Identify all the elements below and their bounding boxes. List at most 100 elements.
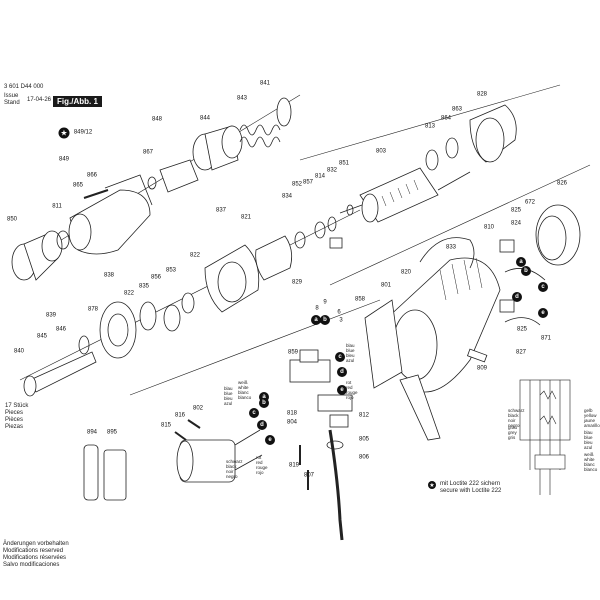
callout-866: 866 xyxy=(86,172,98,179)
part-895-grease xyxy=(103,449,127,501)
pieces-note: 17 Stück Pieces Pièces Piezas xyxy=(5,403,29,430)
part-851-ring xyxy=(346,204,354,216)
callout-807: 807 xyxy=(303,472,315,479)
callout-822-lower: 822 xyxy=(123,290,135,297)
connector-e-brush: e xyxy=(538,308,548,318)
connector-d-switch: d xyxy=(337,367,347,377)
connector-b-left: b xyxy=(259,398,269,408)
connector-b-brush: b xyxy=(521,266,531,276)
callout-820: 820 xyxy=(400,269,412,276)
modifications-note: Änderungen vorbehalten Modifications res… xyxy=(3,541,69,568)
part-894-grease xyxy=(83,444,99,501)
callout-9: 9 xyxy=(323,299,327,306)
callout-838: 838 xyxy=(103,272,115,279)
part-852-washer xyxy=(314,221,326,239)
callout-864: 864 xyxy=(440,115,452,122)
part-878-carrier xyxy=(99,301,137,359)
callout-844: 844 xyxy=(199,115,211,122)
wire-label-blue-3: blau blue bleu azul xyxy=(584,430,593,450)
connector-d-left: d xyxy=(257,420,267,430)
part-826-ring xyxy=(535,204,581,266)
connector-a-brush: a xyxy=(516,257,526,267)
star-icon: ★ xyxy=(58,127,70,139)
callout-834: 834 xyxy=(281,193,293,200)
wire-label-black-1: schwarz black noir negro xyxy=(226,459,243,479)
part-813-bearing xyxy=(425,149,439,171)
part-849-housing xyxy=(68,174,153,255)
wire-label-blue-1: blau blue bleu azul xyxy=(224,386,233,406)
connector-a-left: a xyxy=(259,392,269,402)
connector-c-brush: c xyxy=(538,282,548,292)
connector-c-left: c xyxy=(249,408,259,418)
callout-819: 819 xyxy=(288,462,300,469)
callout-825-upper: 825 xyxy=(510,207,522,214)
part-843-spring xyxy=(239,124,281,136)
callout-851: 851 xyxy=(338,160,350,167)
axis-line-right xyxy=(299,84,561,161)
part-840-spindle xyxy=(29,351,97,393)
callout-865: 865 xyxy=(72,182,84,189)
part-864-bearing xyxy=(445,137,459,159)
part-848-anvil xyxy=(159,159,199,193)
callout-894: 894 xyxy=(86,429,98,436)
part-850-sleeve xyxy=(11,230,63,281)
callout-811: 811 xyxy=(52,203,62,210)
part-858-cap xyxy=(364,299,403,389)
issue-label: Issue Stand xyxy=(4,93,20,106)
part-806-cable xyxy=(328,429,344,541)
callout-8: 8 xyxy=(315,305,319,312)
part-805-sleeve xyxy=(326,440,344,450)
part-804-module xyxy=(317,394,353,412)
part-815-screw xyxy=(174,431,187,441)
part-809-label xyxy=(467,348,488,363)
callout-812: 812 xyxy=(358,412,370,419)
part-834-gasket xyxy=(255,235,293,281)
connector-e-left: e xyxy=(265,435,275,445)
callout-826: 826 xyxy=(556,180,568,187)
star-reference: 849/12 xyxy=(73,129,93,136)
wire-label-red-2: rot red rouge rojo xyxy=(256,455,268,475)
part-846-ring xyxy=(78,335,90,355)
callout-816: 816 xyxy=(174,412,186,419)
axis-line-upper xyxy=(19,94,301,266)
part-837-plate xyxy=(204,244,260,313)
callout-839: 839 xyxy=(45,312,57,319)
issue-date: 17-04-26 xyxy=(27,97,52,103)
part-856-gear xyxy=(163,304,181,332)
callout-818: 818 xyxy=(286,410,298,417)
callout-871: 871 xyxy=(540,335,552,342)
callout-813: 813 xyxy=(424,123,436,130)
part-828-cover xyxy=(469,104,517,163)
callout-802: 802 xyxy=(192,405,204,412)
part-827-brush xyxy=(499,299,515,313)
callout-859: 859 xyxy=(287,349,299,356)
callout-895: 895 xyxy=(106,429,118,436)
connector-b-switch: b xyxy=(320,315,330,325)
wire-label-black-2: schwarz black noir negro xyxy=(508,408,525,428)
callout-863: 863 xyxy=(451,106,463,113)
callout-857: 857 xyxy=(302,179,314,186)
part-816-screw xyxy=(187,419,201,429)
part-803-armature xyxy=(339,167,471,223)
callout-846: 846 xyxy=(55,326,67,333)
part-810-brush xyxy=(499,239,515,253)
part-859-switch xyxy=(289,349,331,383)
callout-853: 853 xyxy=(165,267,177,274)
callout-837: 837 xyxy=(215,207,227,214)
part-867-circlip xyxy=(147,176,157,190)
part-814-washer xyxy=(327,216,337,232)
callout-3: 3 xyxy=(339,317,343,324)
callout-805: 805 xyxy=(358,436,370,443)
callout-841: 841 xyxy=(259,80,271,87)
axis-line-housing xyxy=(329,164,591,286)
callout-824: 824 xyxy=(510,220,522,227)
callout-858: 858 xyxy=(354,296,366,303)
connector-a-switch: a xyxy=(311,315,321,325)
part-number: 3 601 D44 000 xyxy=(4,84,44,90)
wire-label-yellow: gelb yellow jaune amarillo xyxy=(584,408,600,428)
part-853-gear xyxy=(181,292,195,314)
callout-832: 832 xyxy=(326,167,338,174)
connector-e-switch: e xyxy=(337,385,347,395)
callout-852: 852 xyxy=(291,181,303,188)
